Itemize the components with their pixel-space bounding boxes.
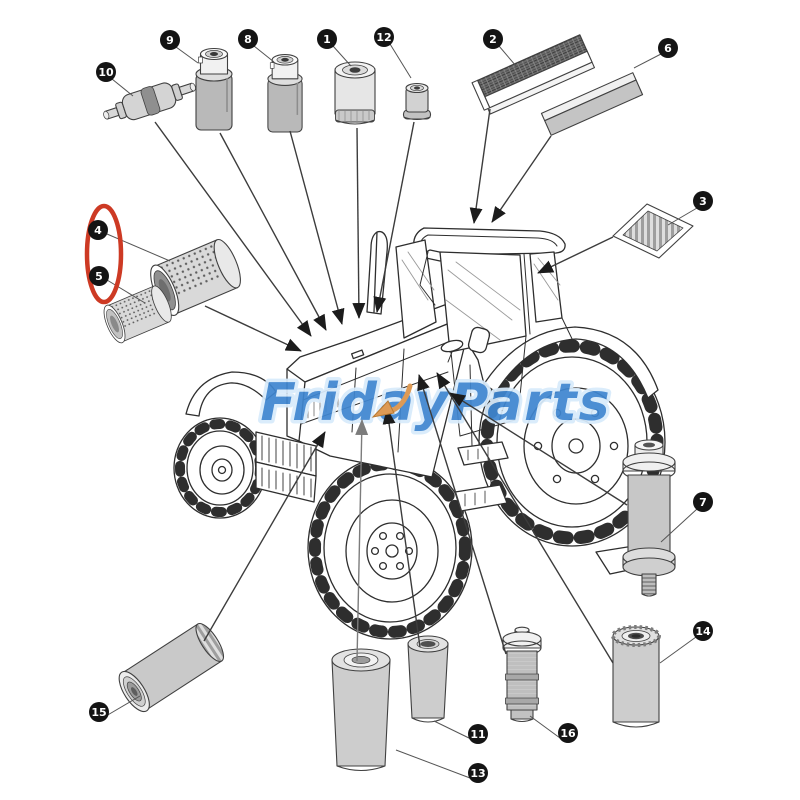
svg-text:8: 8 xyxy=(244,33,252,46)
leader-arrow-part-16 xyxy=(417,374,507,655)
leader-arrow-part-12 xyxy=(373,121,415,313)
svg-text:9: 9 xyxy=(166,34,174,47)
part-15-cartridge-element xyxy=(118,622,225,713)
svg-text:16: 16 xyxy=(560,727,576,740)
svg-text:10: 10 xyxy=(98,66,114,79)
watermark: FridayParts FridayParts xyxy=(257,370,613,437)
part-badge-10: 10 xyxy=(96,62,116,82)
front-weights xyxy=(255,431,317,503)
pointer-line-13 xyxy=(395,749,471,779)
part-badge-7: 7 xyxy=(693,492,713,512)
pointer-line-14 xyxy=(659,636,697,664)
part-2-cab-air-filter xyxy=(471,34,596,115)
leader-arrow-part-15 xyxy=(203,431,326,642)
leader-arrow-part-14 xyxy=(436,372,614,664)
part-8-spin-on-filter xyxy=(267,54,303,133)
pointer-line-15 xyxy=(105,695,141,717)
svg-text:6: 6 xyxy=(664,42,672,55)
part-6-panel-filter xyxy=(540,72,644,136)
part-10-inline-fuel-filter xyxy=(103,82,196,121)
part-badge-8: 8 xyxy=(238,29,258,49)
rear-left-wheel xyxy=(307,456,473,640)
part-badge-5: 5 xyxy=(89,266,109,286)
part-badge-12: 12 xyxy=(374,27,394,47)
exhaust-stack xyxy=(366,230,388,315)
leader-arrow-part-6 xyxy=(491,135,552,223)
part-badge-16: 16 xyxy=(558,723,578,743)
part-badge-15: 15 xyxy=(89,702,109,722)
leader-arrow-part-10 xyxy=(154,121,312,337)
svg-text:1: 1 xyxy=(323,33,331,46)
svg-text:2: 2 xyxy=(489,33,497,46)
leader-arrow-part-3 xyxy=(537,236,614,274)
pointer-line-1 xyxy=(332,45,352,67)
part-14-cartridge-filter xyxy=(611,625,661,728)
pointer-line-12 xyxy=(389,43,412,79)
part-11-filter-element xyxy=(407,635,449,723)
pointer-line-3 xyxy=(667,207,698,226)
part-13-filter-element xyxy=(331,648,391,772)
svg-text:7: 7 xyxy=(699,496,707,509)
svg-text:15: 15 xyxy=(91,706,106,719)
orange-curved-arrow xyxy=(371,383,413,418)
highlight-ellipse xyxy=(84,203,124,305)
pointer-line-9 xyxy=(175,46,199,64)
watermark-text: FridayParts xyxy=(260,373,611,433)
badge-pointer-lines xyxy=(105,43,698,779)
pointer-line-2 xyxy=(498,45,517,67)
part-badge-2: 2 xyxy=(483,29,503,49)
pointer-line-5 xyxy=(106,279,146,304)
windshield xyxy=(395,239,437,339)
tractor-illustration xyxy=(173,227,666,640)
orange-arrow-head xyxy=(371,400,395,418)
svg-text:5: 5 xyxy=(95,270,103,283)
svg-text:13: 13 xyxy=(470,767,485,780)
part-7-hydraulic-filter xyxy=(622,439,676,597)
part-badge-4: 4 xyxy=(88,220,108,240)
part-5-inner-air-filter xyxy=(103,285,172,344)
svg-text:3: 3 xyxy=(699,195,707,208)
part-4-outer-air-filter xyxy=(150,238,241,316)
part-12-small-filter-element xyxy=(402,82,432,121)
part-16-fuel-tank-strainer xyxy=(502,626,542,723)
part-badge-9: 9 xyxy=(160,30,180,50)
leader-arrow-part-11 xyxy=(382,408,421,648)
part-9-spin-on-filter xyxy=(195,47,233,131)
pointer-line-16 xyxy=(529,715,561,739)
rear-fender xyxy=(483,326,659,399)
pointer-line-10 xyxy=(111,78,134,97)
leader-arrows xyxy=(154,108,628,664)
leader-arrow-part-2 xyxy=(469,108,491,224)
door-window xyxy=(439,251,531,437)
part-badge-14: 14 xyxy=(693,621,713,641)
svg-text:12: 12 xyxy=(376,31,391,44)
cab-steps xyxy=(454,364,509,512)
leader-arrow-part-8 xyxy=(289,130,345,325)
part-1-oil-filter xyxy=(334,61,376,125)
svg-text:14: 14 xyxy=(695,625,711,638)
part-badge-11: 11 xyxy=(468,724,488,744)
pointer-line-6 xyxy=(633,53,662,69)
leader-arrow-part-1 xyxy=(352,127,366,319)
leader-arrow-part-9 xyxy=(219,132,327,331)
part-3-pleated-panel-filter xyxy=(612,203,694,259)
part-badge-3: 3 xyxy=(693,191,713,211)
pointer-line-7 xyxy=(660,508,698,543)
part-badge-13: 13 xyxy=(468,763,488,783)
part-badge-1: 1 xyxy=(317,29,337,49)
pointer-line-11 xyxy=(433,720,472,740)
svg-text:11: 11 xyxy=(470,728,485,741)
pointer-line-8 xyxy=(253,45,275,63)
part-badge-6: 6 xyxy=(658,38,678,58)
seat-and-steering xyxy=(440,326,491,363)
leader-arrow-part-7 xyxy=(449,392,628,506)
leader-arrow-part-4-5 xyxy=(204,305,302,352)
leader-arrow-part-13 xyxy=(355,419,369,662)
svg-text:4: 4 xyxy=(94,224,102,237)
pointer-line-4 xyxy=(106,233,171,262)
